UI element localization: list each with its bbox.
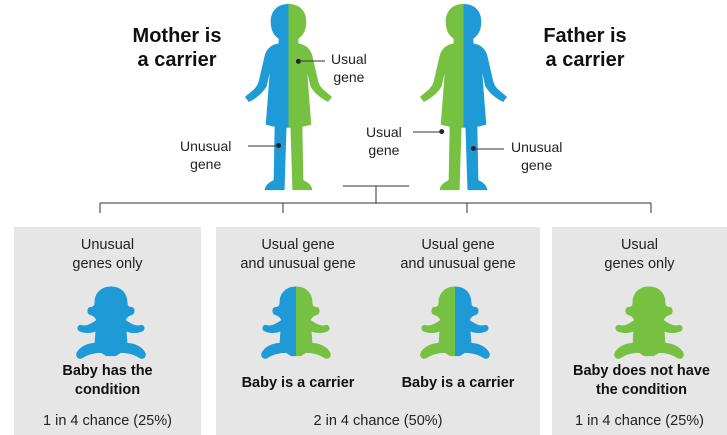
chance-usual-only: 1 in 4 chance (25%) [552,412,727,431]
child4-baby [608,284,690,366]
mother-unusual-gene-label: Unusual gene [180,137,231,173]
chance-carriers: 2 in 4 chance (50%) [216,412,540,431]
child3-genes: Usual gene and unusual gene [376,236,540,274]
child4-result: Baby does not have the condition [556,362,727,400]
child2-result: Baby is a carrier [216,374,380,393]
child4-genes: Usual genes only [552,236,727,274]
child1-genes: Unusual genes only [14,236,201,274]
child3-baby [414,284,496,366]
father-usual-gene-label: Usual gene [366,123,402,159]
child1-baby [70,284,152,366]
child2-genes: Usual gene and unusual gene [216,236,380,274]
mother-usual-gene-label: Usual gene [331,50,367,86]
father-unusual-gene-label: Unusual gene [511,138,562,174]
child2-baby [255,284,337,366]
child3-result: Baby is a carrier [376,374,540,393]
child1-result: Baby has the condition [14,362,201,400]
chance-unusual-only: 1 in 4 chance (25%) [14,412,201,431]
